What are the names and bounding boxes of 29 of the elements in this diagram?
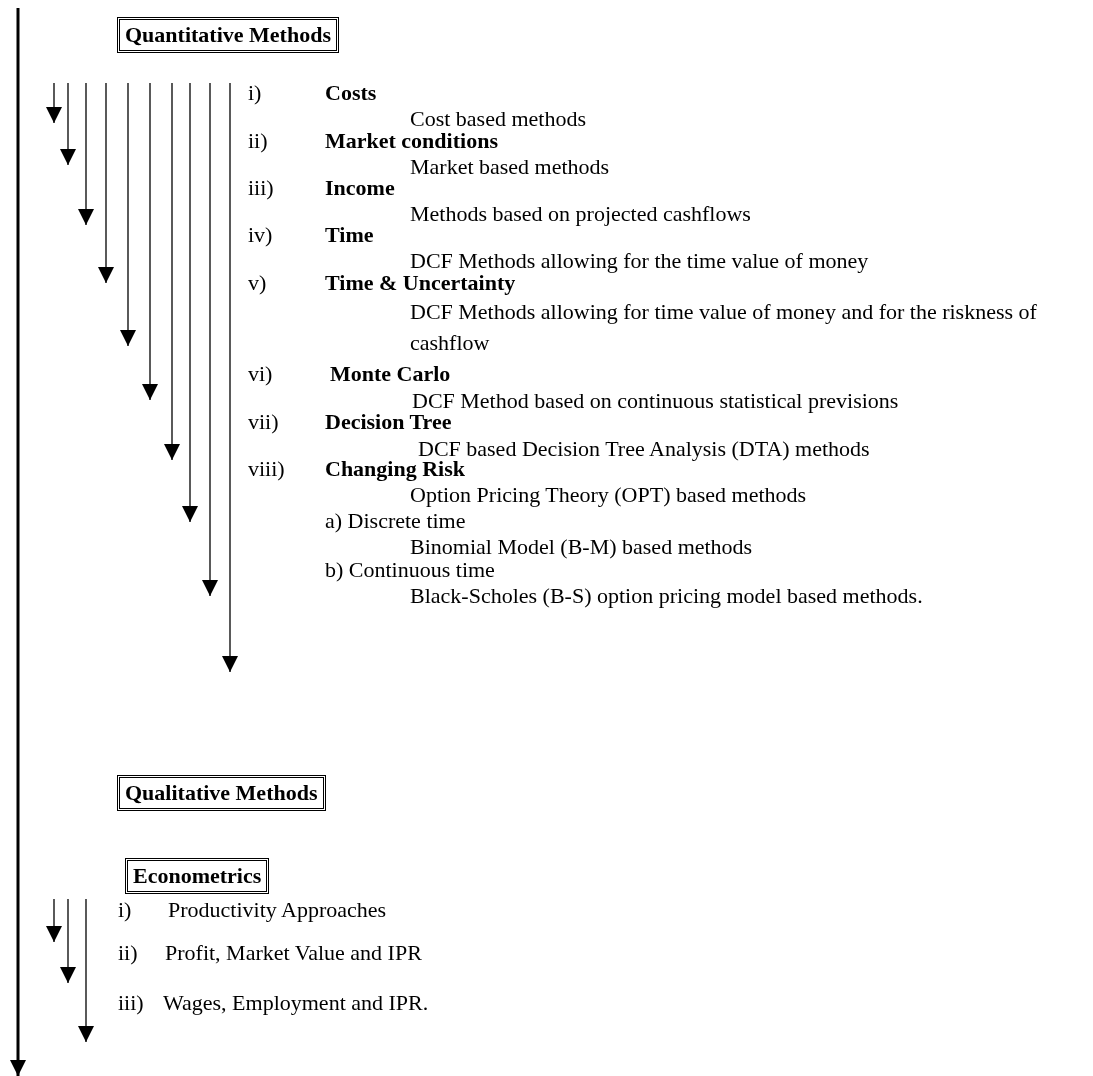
item-heading: Monte Carlo — [330, 361, 451, 387]
item-numeral: v) — [248, 270, 267, 296]
item-description: a) Discrete time — [325, 508, 466, 534]
heading-box: Qualitative Methods — [117, 775, 326, 811]
item-numeral: i) — [248, 80, 262, 106]
item-numeral: i) — [118, 897, 132, 923]
item-numeral: iii) — [248, 175, 274, 201]
item-numeral: ii) — [118, 940, 138, 966]
item-description: Black-Scholes (B-S) option pricing model based methods. — [410, 583, 923, 609]
item-description: Profit, Market Value and IPR — [165, 940, 422, 966]
item-numeral: vi) — [248, 361, 273, 387]
item-heading: Income — [325, 175, 395, 201]
item-numeral: viii) — [248, 456, 285, 482]
item-numeral: iv) — [248, 222, 273, 248]
item-numeral: ii) — [248, 128, 268, 154]
item-numeral: vii) — [248, 409, 279, 435]
item-description: Binomial Model (B-M) based methods — [410, 534, 753, 560]
heading-box: Quantitative Methods — [117, 17, 339, 53]
item-heading: Time — [325, 222, 374, 248]
item-description: Option Pricing Theory (OPT) based methods — [410, 482, 807, 508]
item-description: b) Continuous time — [325, 557, 495, 583]
item-numeral: iii) — [118, 990, 144, 1016]
item-description: Methods based on projected cashflows — [410, 201, 751, 227]
item-heading: Costs — [325, 80, 377, 106]
item-description: DCF Methods allowing for time value of money and for the riskness of cashflow — [410, 298, 1038, 357]
item-description: Wages, Employment and IPR. — [163, 990, 429, 1016]
heading-box: Econometrics — [125, 858, 270, 894]
item-description: Market based methods — [410, 154, 610, 180]
item-description: Productivity Approaches — [168, 897, 387, 923]
